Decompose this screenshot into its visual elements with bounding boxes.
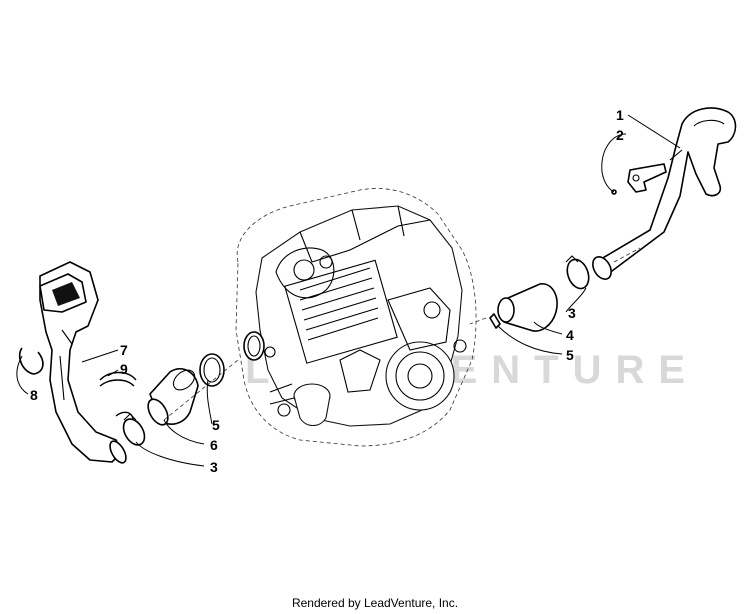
callout-6: 6: [210, 437, 218, 453]
clamp-right: [565, 255, 590, 290]
mounting-bracket: [611, 163, 667, 195]
clamp-9: [99, 371, 137, 425]
callout-7: 7: [120, 342, 128, 358]
callout-5-left: 5: [212, 417, 220, 433]
engine-assembly: [235, 188, 477, 447]
intake-snorkel-left: [39, 261, 127, 464]
clamp-left-3: [122, 413, 146, 446]
leader-lines: [16, 114, 681, 467]
callout-3-left: 3: [210, 459, 218, 475]
callout-5-right: 5: [566, 347, 574, 363]
clamp-left: [18, 347, 44, 375]
callout-3-right: 3: [568, 305, 576, 321]
seal-left: [199, 353, 225, 387]
callouts: 1 2 3 4 5 7 9 8 5 6 3: [30, 107, 624, 475]
boot-left: [147, 368, 199, 426]
callout-9: 9: [120, 361, 128, 377]
callout-2: 2: [616, 127, 624, 143]
callout-4: 4: [566, 327, 574, 343]
spacer-left: [243, 331, 265, 361]
intake-duct-right: [592, 107, 737, 280]
callout-8: 8: [30, 387, 38, 403]
seal-right: [489, 313, 501, 329]
boot-right: [497, 283, 558, 332]
footer-credit: Rendered by LeadVenture, Inc.: [291, 596, 459, 610]
callout-1: 1: [616, 107, 624, 123]
